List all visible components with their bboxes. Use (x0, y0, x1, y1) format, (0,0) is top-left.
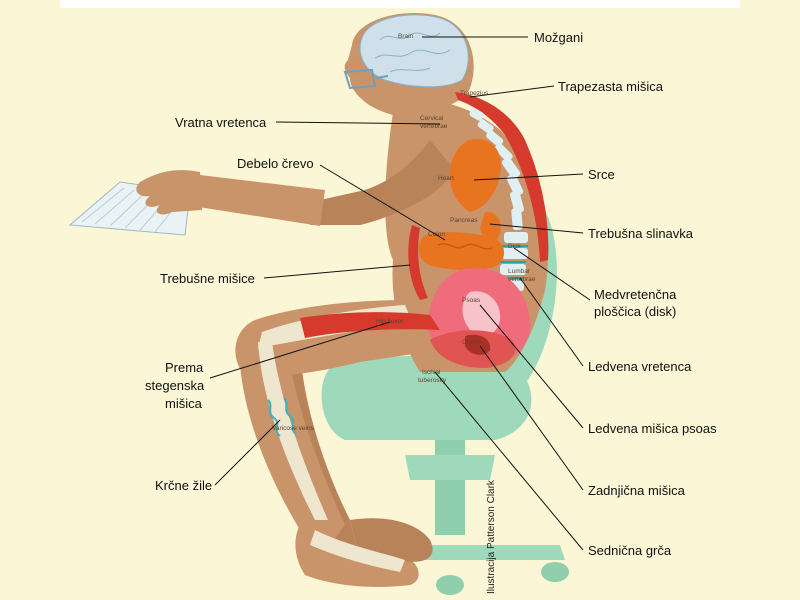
label-lumbar: Ledvena vretenca (588, 359, 692, 374)
label-psoas: Ledvena mišica psoas (588, 421, 717, 436)
leader-lumbar (519, 277, 584, 367)
glasses (343, 68, 389, 90)
label-pancreas: Trebušna slinavka (588, 226, 694, 241)
leader-heart (473, 173, 584, 181)
label-hip-flexor-line3: mišica (165, 396, 203, 411)
label-brain: Možgani (534, 30, 583, 45)
arm-upper (310, 140, 455, 225)
inner-label-heart: Heart (438, 175, 454, 182)
leader-cervical (275, 121, 441, 125)
label-varicose: Krčne žile (155, 478, 212, 493)
forearm (178, 175, 325, 226)
leader-lines (209, 36, 591, 551)
hand (136, 170, 202, 215)
abdominal-muscle (408, 225, 428, 300)
label-hip-flexor-line2: stegenska (145, 378, 205, 393)
pelvis-bone (462, 291, 501, 336)
pancreas-organ (480, 211, 501, 241)
label-cervical: Vratna vretenca (175, 115, 267, 130)
leader-trapezius (469, 85, 555, 98)
label-sciatic: Sednična grča (588, 543, 672, 558)
label-glutes: Zadnjična mišica (588, 483, 686, 498)
chair-mechanism (405, 455, 495, 480)
colon-folds (437, 243, 493, 250)
label-colon: Debelo črevo (237, 156, 314, 171)
leader-disc (513, 247, 591, 301)
label-disc-line2: ploščica (disk) (594, 304, 676, 319)
chair-column (435, 440, 465, 535)
varicose-veins (267, 397, 297, 437)
leader-pancreas (489, 223, 584, 234)
leader-abdominal (263, 264, 411, 279)
inner-label-psoas: Psoas (462, 297, 481, 304)
inner-label-pancreas: Pancreas (450, 217, 478, 224)
leader-colon (319, 164, 446, 241)
label-abdominal: Trebušne mišice (160, 271, 255, 286)
heart-organ (449, 139, 501, 212)
inner-label-trapezius: Trapezius (460, 90, 489, 97)
chair-wheel (436, 575, 464, 595)
inner-label-cervical-1: Cervical (420, 115, 444, 122)
organs (267, 14, 549, 437)
foot-bones (310, 530, 405, 572)
label-heart: Srce (588, 167, 615, 182)
inner-label-brain: Brain (398, 33, 414, 40)
colon-organ (418, 232, 505, 271)
glutes-core (465, 334, 491, 355)
inner-label-lumbar-2: vertebrae (508, 276, 536, 283)
label-disc-line1: Medvretenčna (594, 287, 677, 302)
label-trapezius: Trapezasta mišica (558, 79, 664, 94)
inner-label-varicose: Varicose veins (272, 425, 315, 432)
hip-flexor-muscle (300, 312, 440, 338)
inner-label-disk: Disk (508, 243, 521, 250)
brain-folds (374, 32, 451, 73)
inner-label-glutes: Glutes (462, 339, 482, 346)
top-strip (60, 0, 740, 8)
chair-seat (321, 355, 532, 440)
leader-varicose (214, 419, 281, 486)
keyboard-keys (81, 187, 183, 233)
inner-label-cervical-2: vertebrae (420, 123, 448, 130)
leader-psoas (479, 304, 584, 429)
label-hip-flexor-line1: Prema (165, 360, 204, 375)
inner-label-lumbar-1: Lumbar (508, 268, 531, 275)
inner-label-ischial-2: tuberosity (418, 377, 447, 384)
inner-label-hip-flexor: Hip flexor (376, 318, 404, 325)
illustration-credit: Ilustracija Patterson Clark (486, 479, 497, 594)
inner-label-ischial-1: Ischial (422, 369, 441, 376)
leader-sciatic (434, 371, 584, 551)
leader-glutes (479, 345, 584, 491)
labels: Možgani Trapezasta mišica Vratna vretenc… (145, 30, 717, 558)
leader-hip-flexor (209, 321, 391, 379)
chair-wheel (541, 562, 569, 582)
